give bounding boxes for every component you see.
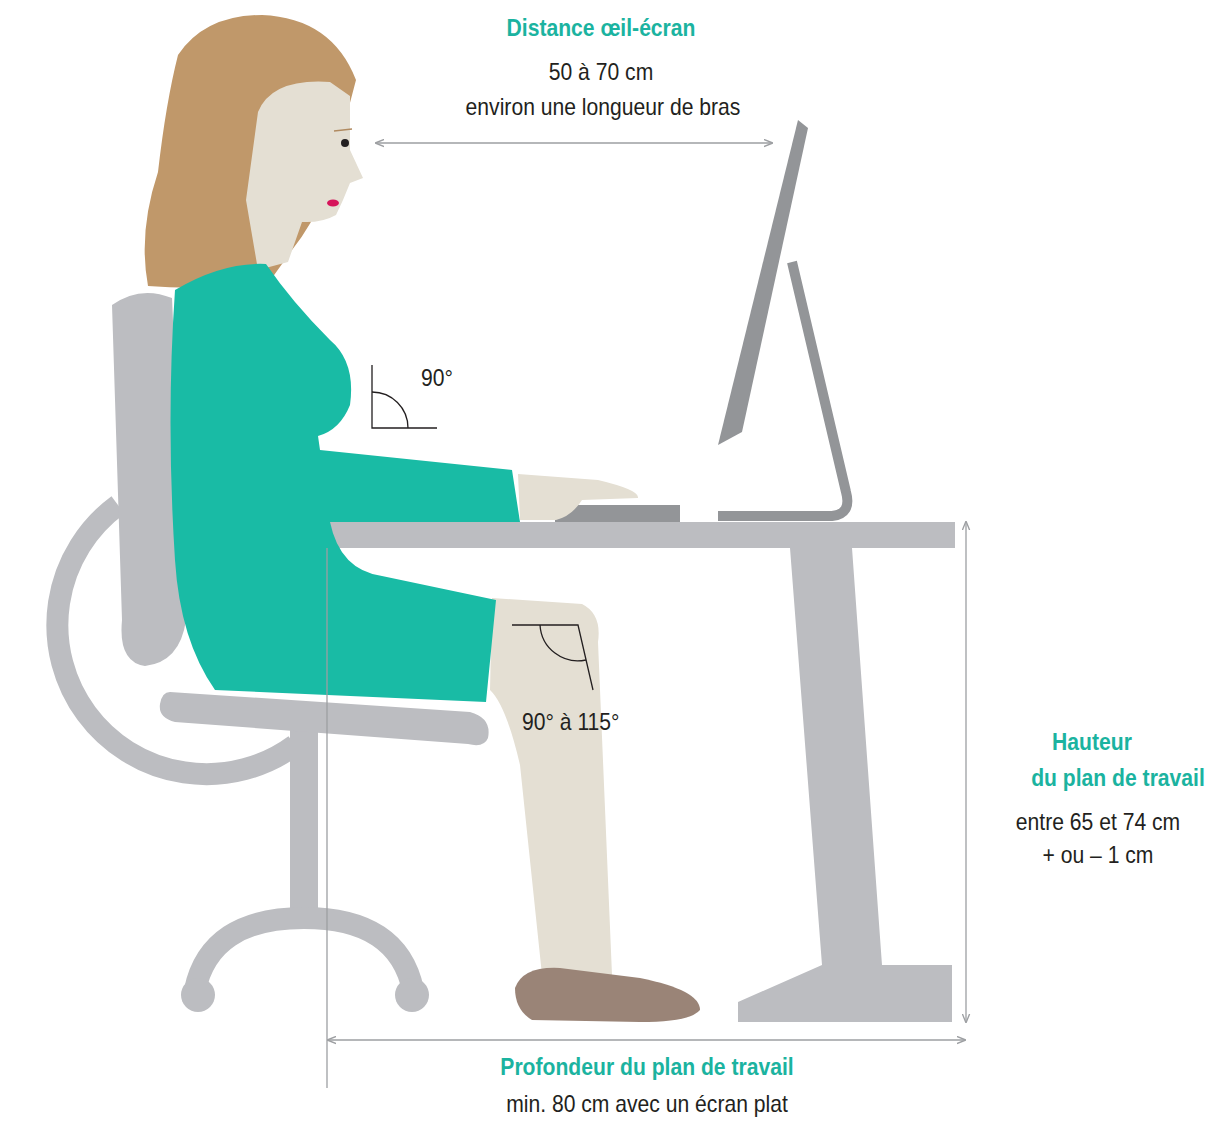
chair-wheel: [181, 978, 215, 1012]
dimension-heading: Distance œil-écran: [507, 15, 696, 41]
dimension-note: environ une longueur de bras: [466, 94, 741, 120]
leg: [490, 598, 612, 975]
dimension-heading: du plan de travail: [1031, 765, 1205, 791]
shoe: [515, 968, 700, 1022]
dimension-heading: Profondeur du plan de travail: [500, 1054, 793, 1080]
dimension-line: [965, 522, 966, 1022]
dress: [171, 264, 521, 702]
extension-line: [326, 548, 327, 1088]
dimension-line: [328, 1039, 965, 1040]
desk-leg: [738, 548, 952, 1022]
dimension-value: + ou – 1 cm: [1043, 842, 1154, 868]
angle-label: 90°: [421, 365, 453, 391]
chair-seat: [160, 692, 489, 745]
eye: [341, 139, 349, 147]
chair-wheel: [395, 978, 429, 1012]
monitor-stand: [718, 262, 847, 516]
dimension-value: min. 80 cm avec un écran plat: [506, 1091, 788, 1117]
dimension-value: entre 65 et 74 cm: [1016, 809, 1180, 835]
dimension-line: [376, 142, 772, 143]
desk-top: [325, 522, 955, 548]
face: [246, 82, 363, 270]
angle-arc: [540, 625, 586, 661]
eyebrow: [334, 129, 352, 131]
hand: [518, 474, 638, 520]
angle-arc: [372, 392, 408, 428]
knee-angle-marker: [512, 625, 593, 690]
dimension-value: 50 à 70 cm: [549, 59, 653, 85]
dimension-heading: Hauteur: [1052, 729, 1132, 755]
angle-label: 90° à 115°: [522, 709, 620, 735]
lips: [327, 200, 339, 207]
chair-base: [195, 918, 413, 990]
chair-column: [290, 715, 318, 920]
